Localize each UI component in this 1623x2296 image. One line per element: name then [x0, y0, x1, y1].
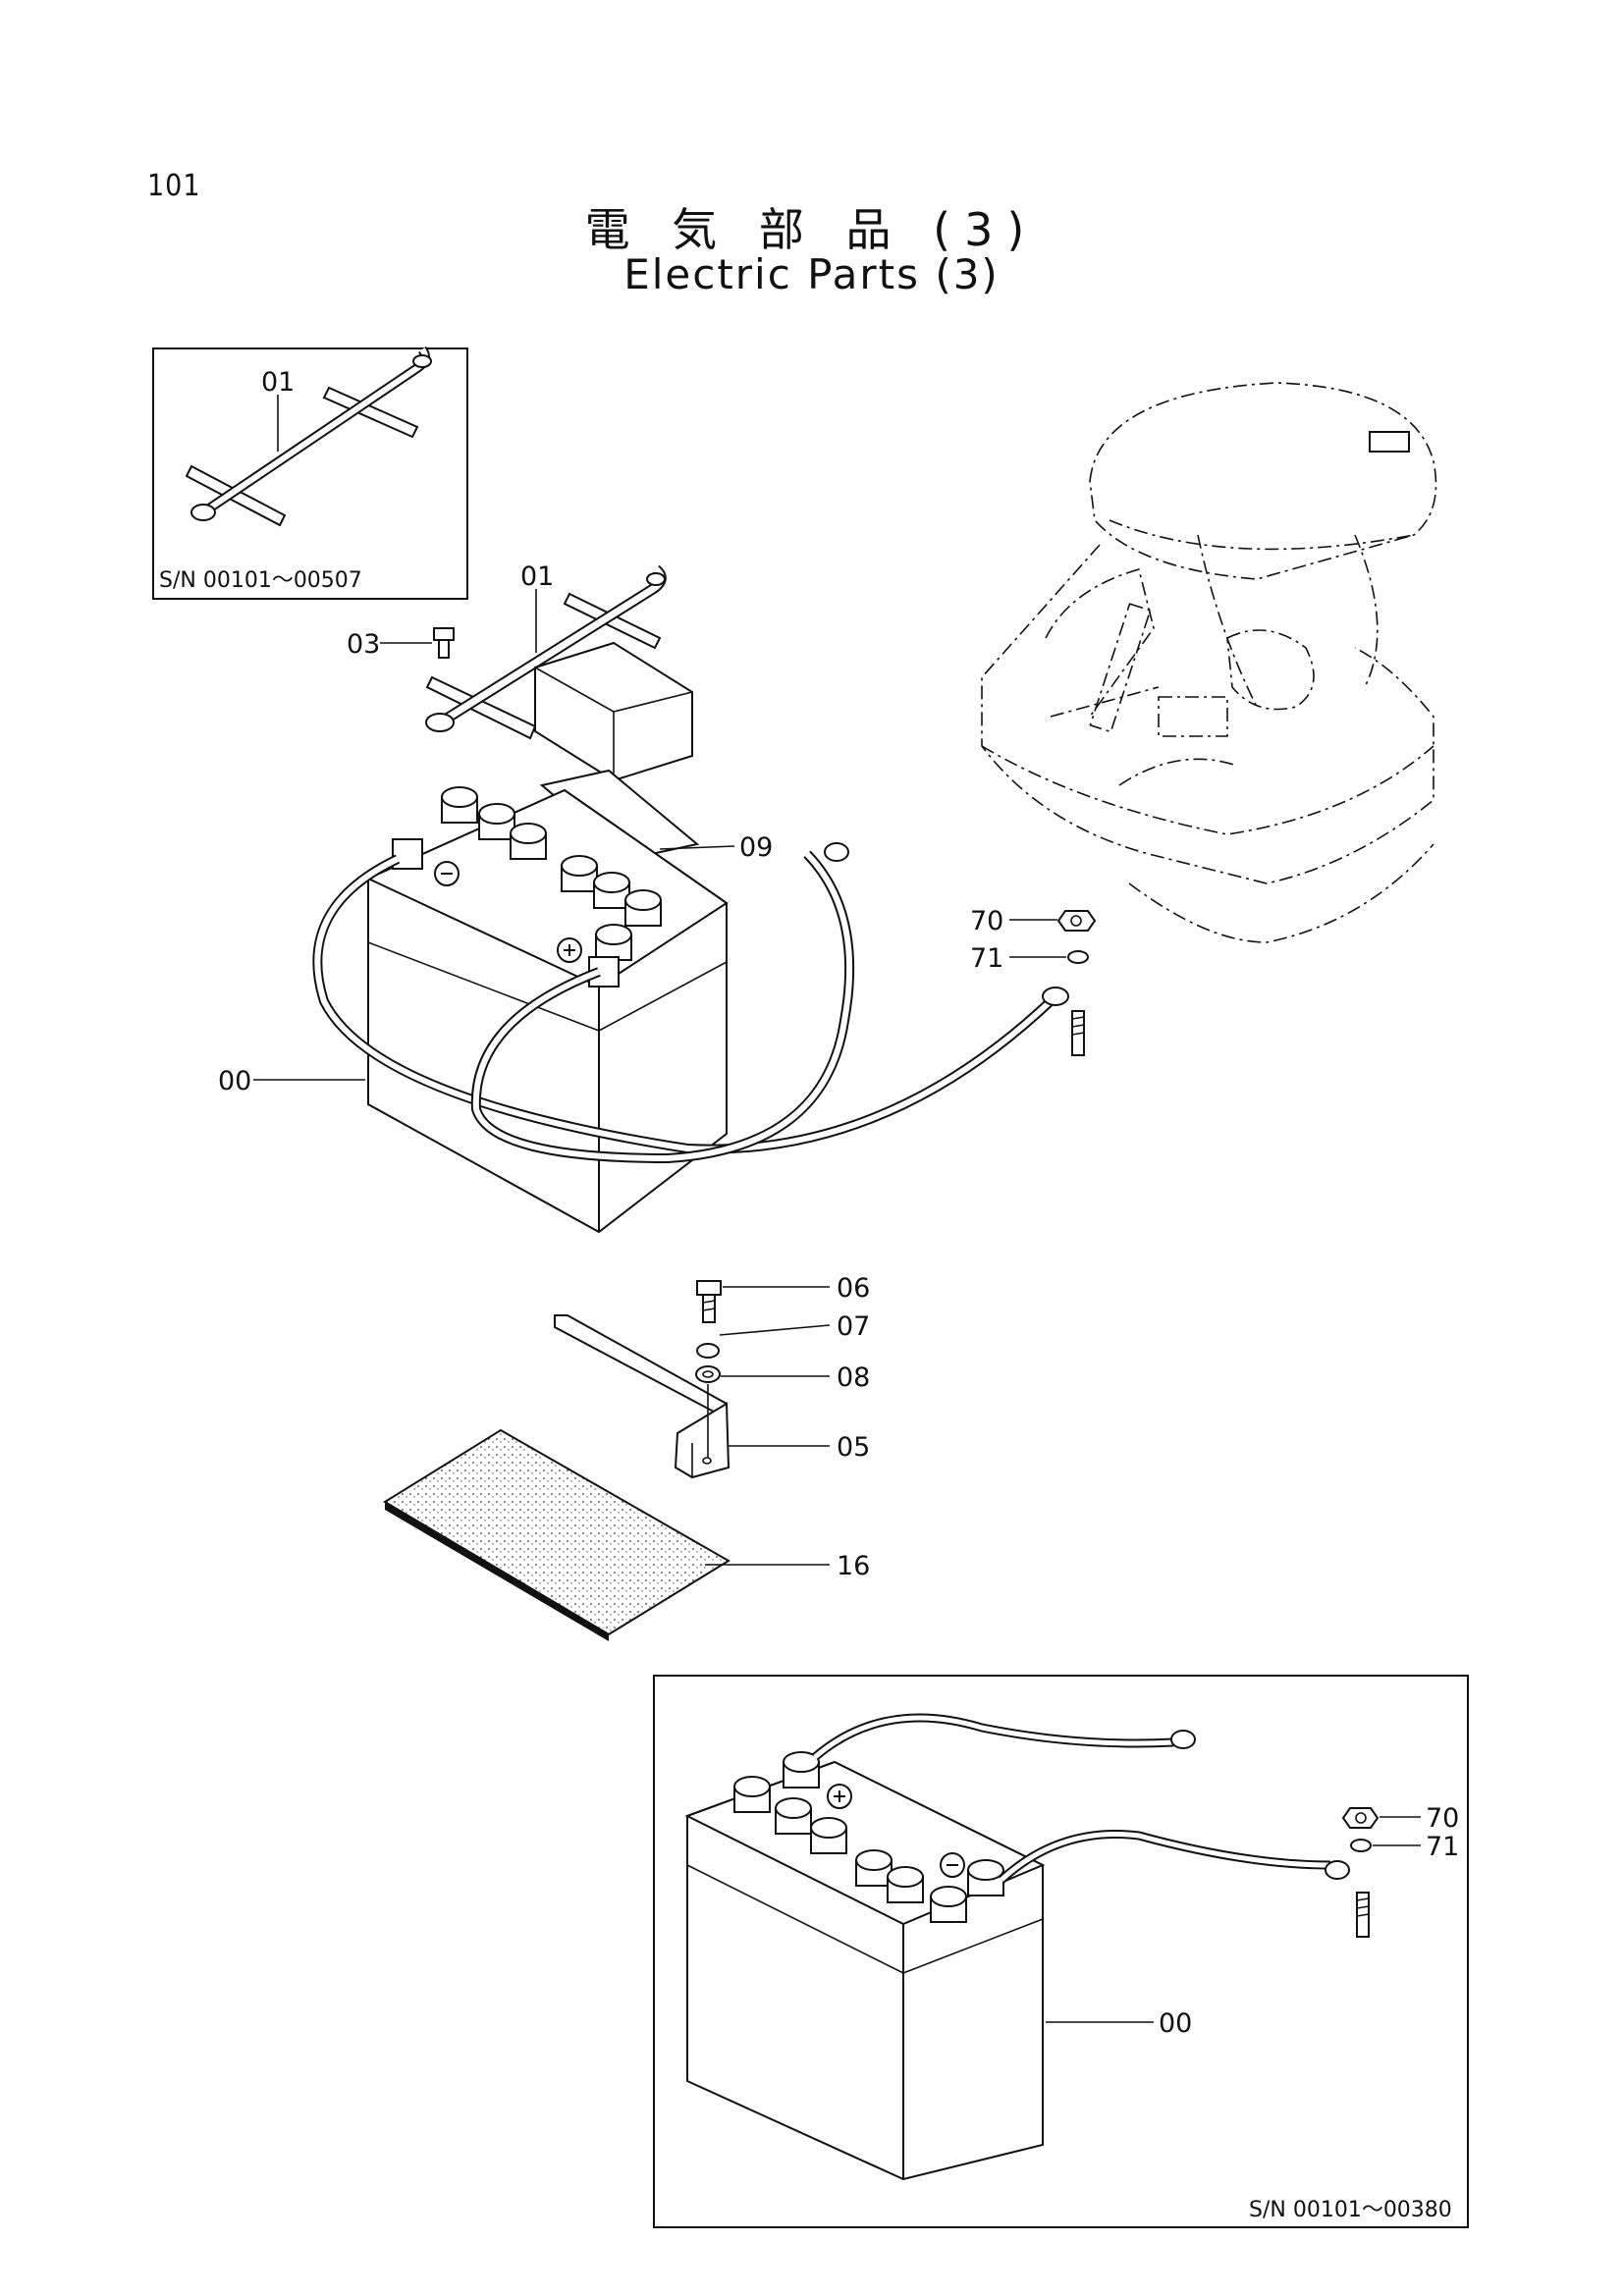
cable-lug-2: [1042, 987, 1069, 1006]
battery-inset-caps: [733, 1751, 1004, 1923]
callout-inset-holder: 01: [261, 367, 295, 398]
stud-bolt: [1071, 1010, 1085, 1056]
battery-holder: [425, 564, 693, 782]
inset-washer-71: [1350, 1839, 1372, 1852]
callout-plain-washer: 08: [837, 1362, 870, 1393]
battery-cables: [312, 842, 1069, 1164]
callout-inset-battery: 00: [1159, 2008, 1192, 2039]
battery-inset: [684, 1751, 1046, 2181]
plain-washer-08: [695, 1365, 721, 1383]
inset-nut-70: [1341, 1807, 1380, 1829]
inset-cables: [812, 1713, 1350, 1884]
washer-71: [1067, 950, 1089, 964]
inset-minus-symbol: [940, 1852, 965, 1878]
inset-stud: [1356, 1892, 1370, 1938]
callout-bolt: 06: [837, 1273, 870, 1304]
callout-mat: 16: [837, 1551, 870, 1581]
battery-holder-rod: [185, 346, 432, 527]
minus-symbol: [434, 861, 460, 886]
inset-top-left: 01 S/N 00101～00507: [152, 346, 468, 600]
callout-pad: 09: [739, 832, 773, 863]
nut-70: [1056, 910, 1097, 932]
callout-nut: 70: [970, 906, 1003, 936]
bolt-06: [696, 1280, 722, 1323]
rubber-mat-16: [383, 1428, 730, 1641]
leader-pad: [659, 845, 735, 850]
page-title-english: Electric Parts (3): [623, 250, 1000, 298]
callout-bracket: 05: [837, 1432, 870, 1463]
bolt-03: [433, 627, 455, 659]
inset-frame: [152, 347, 468, 600]
callout-inset-washer: 71: [1426, 1832, 1459, 1862]
callout-holder: 01: [520, 561, 554, 592]
plus-symbol: [557, 937, 582, 963]
serial-range-bottom-right: S/N 00101～00380: [1249, 2198, 1452, 2222]
inset-bottom-right: 70 71 00 S/N 00101～00380: [653, 1675, 1469, 2228]
leader-spring-washer: [719, 1324, 831, 1336]
inset-frame-bottom: [653, 1675, 1469, 2228]
callout-battery: 00: [218, 1066, 251, 1096]
callout-bolt-top: 03: [347, 629, 380, 660]
cable-lug-1: [824, 842, 849, 862]
callout-spring-washer: 07: [837, 1311, 870, 1342]
spring-washer-07: [696, 1343, 720, 1359]
inset-plus-symbol: [827, 1784, 852, 1809]
callout-inset-nut: 70: [1426, 1803, 1459, 1834]
bracket-05: [554, 1314, 730, 1479]
callout-washer: 71: [970, 943, 1003, 974]
page-number: 101: [147, 169, 201, 203]
battery-caps: [441, 786, 662, 961]
machine-body: [981, 382, 1437, 943]
battery-main: [365, 786, 729, 1234]
serial-range-top-left: S/N 00101～00507: [159, 568, 362, 593]
page-title-japanese: 電 気 部 品 (3): [584, 203, 1039, 256]
